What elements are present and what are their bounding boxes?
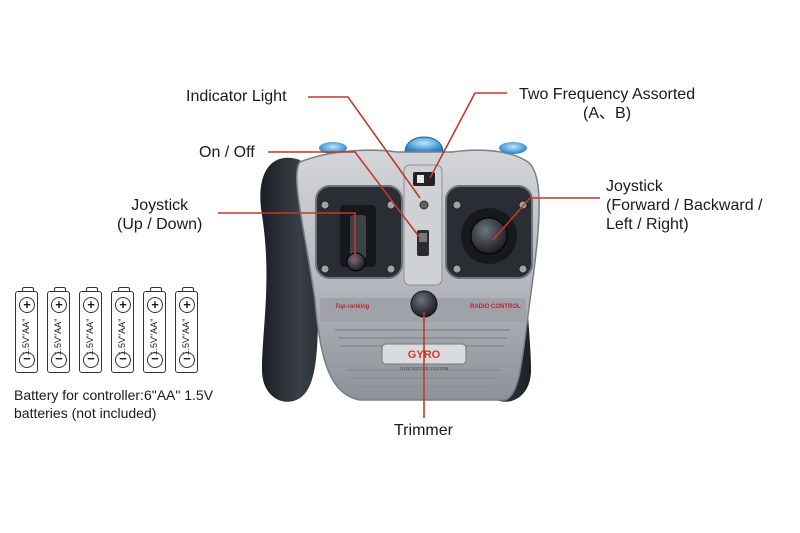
- battery-caption-line2: batteries (not included): [14, 405, 157, 421]
- battery-caption-line1: Battery for controller:6"AA" 1.5V: [14, 387, 214, 403]
- joystick-right-text-line2: (Forward / Backward /: [606, 197, 763, 214]
- indicator-light-label: Indicator Light: [186, 87, 287, 106]
- battery-caption: Battery for controller:6"AA" 1.5V batter…: [14, 386, 213, 422]
- two-frequency-label: Two Frequency Assorted (A、B): [519, 85, 695, 123]
- battery-cell: +1.5V"AA"−: [47, 287, 71, 375]
- top-blue-light-right: [499, 142, 527, 154]
- trimmer-label: Trimmer: [394, 421, 453, 440]
- indicator-light-text: Indicator Light: [186, 88, 287, 105]
- two-frequency-text-line1: Two Frequency Assorted: [519, 86, 696, 103]
- joystick-right-label: Joystick (Forward / Backward / Left / Ri…: [606, 177, 762, 234]
- plus-icon: +: [179, 297, 195, 313]
- battery-cell: +1.5V"AA"−: [175, 287, 199, 375]
- battery-terminal: [54, 287, 66, 292]
- battery-body: +1.5V"AA"−: [79, 291, 102, 373]
- battery-cell: +1.5V"AA"−: [79, 287, 103, 375]
- plus-icon: +: [19, 297, 35, 313]
- two-frequency-text-line2: (A、B): [583, 105, 632, 122]
- minus-icon: −: [83, 352, 99, 368]
- minus-icon: −: [19, 352, 35, 368]
- minus-icon: −: [147, 352, 163, 368]
- battery-cell: +1.5V"AA"−: [15, 287, 39, 375]
- battery-body: +1.5V"AA"−: [111, 291, 134, 373]
- center-column: [403, 164, 443, 286]
- right-joystick-knob: [470, 217, 508, 255]
- on-off-line: [268, 151, 421, 239]
- battery-terminal: [182, 287, 194, 292]
- joystick-left-line: [218, 212, 356, 264]
- top-blue-light-left: [319, 142, 347, 154]
- minus-icon: −: [179, 352, 195, 368]
- plus-icon: +: [51, 297, 67, 313]
- radio-text: RADIO CONTROL: [470, 304, 521, 310]
- indicator-led: [419, 200, 429, 210]
- battery-cell: +1.5V"AA"−: [111, 287, 135, 375]
- plus-icon: +: [83, 297, 99, 313]
- joystick-left-label: Joystick (Up / Down): [117, 196, 202, 234]
- plus-icon: +: [115, 297, 131, 313]
- battery-body: +1.5V"AA"−: [143, 291, 166, 373]
- indicator-light-line: [308, 96, 421, 199]
- battery-cell: +1.5V"AA"−: [143, 287, 167, 375]
- brand-text: Top-ranking: [335, 304, 370, 310]
- joystick-right-line: [492, 197, 600, 241]
- joystick-right-text-line3: Left / Right): [606, 216, 689, 233]
- joystick-left-text-line1: Joystick: [131, 197, 189, 214]
- on-off-text: On / Off: [199, 144, 255, 161]
- battery-terminal: [150, 287, 162, 292]
- battery-body: +1.5V"AA"−: [15, 291, 38, 373]
- on-off-label: On / Off: [199, 143, 255, 162]
- battery-row: +1.5V"AA"− +1.5V"AA"− +1.5V"AA"− +1.5V"AA"−…: [15, 287, 215, 377]
- joystick-right-text-line1: Joystick: [606, 178, 663, 195]
- trimmer-text: Trimmer: [394, 422, 453, 439]
- minus-icon: −: [115, 352, 131, 368]
- left-joystick-knob: [346, 252, 366, 272]
- two-frequency-line: [429, 92, 507, 179]
- battery-body: +1.5V"AA"−: [175, 291, 198, 373]
- battery-terminal: [22, 287, 34, 292]
- minus-icon: −: [51, 352, 67, 368]
- plus-icon: +: [147, 297, 163, 313]
- joystick-left-text-line2: (Up / Down): [117, 216, 203, 233]
- battery-terminal: [86, 287, 98, 292]
- battery-terminal: [118, 287, 130, 292]
- battery-body: +1.5V"AA"−: [47, 291, 70, 373]
